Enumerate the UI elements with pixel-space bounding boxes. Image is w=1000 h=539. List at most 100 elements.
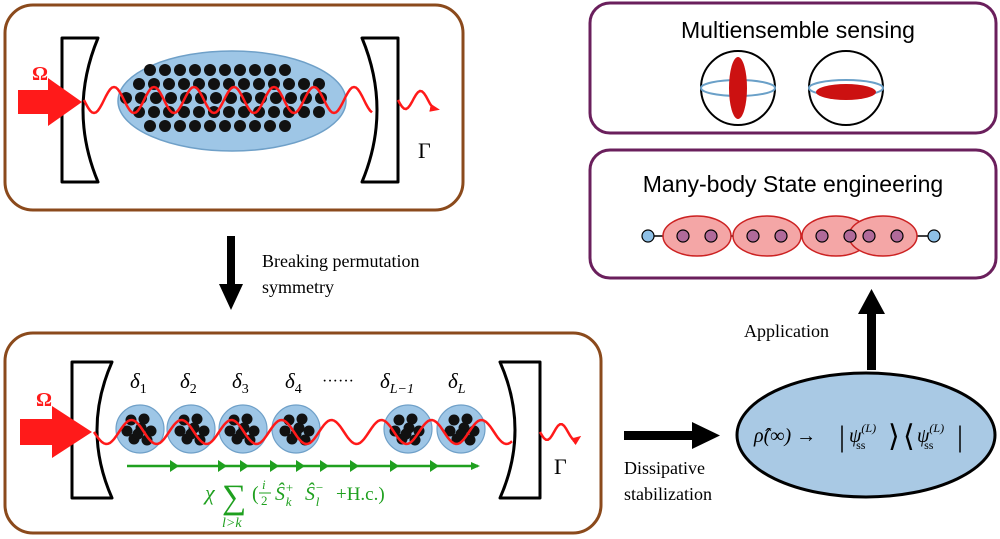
atom — [464, 434, 476, 446]
atom-ensemble — [271, 404, 321, 454]
spin-site — [890, 229, 904, 243]
atom — [253, 78, 265, 90]
atom — [270, 92, 282, 104]
atom — [285, 92, 297, 104]
atom — [279, 120, 291, 132]
loss-label-bottom: Γ — [554, 454, 567, 479]
detuning-ellipsis: ······ — [322, 373, 354, 390]
coupling-arrowhead — [170, 460, 179, 472]
atom — [283, 78, 295, 90]
steady-state-ellipse: ρ̂(∞) → | ψ(L)ss ⟩ ⟨ ψ(L)ss | — [735, 371, 997, 499]
detuning-2: δ2 — [180, 369, 197, 397]
atom — [409, 434, 421, 446]
many-body-panel: Many-body State engineering — [588, 148, 998, 280]
spin-site — [704, 229, 718, 243]
coupling-arrowhead — [270, 460, 279, 472]
spin-chain — [641, 215, 941, 257]
atom — [150, 92, 162, 104]
application-arrow: Application — [744, 289, 885, 370]
atom — [249, 120, 261, 132]
atom — [393, 414, 405, 426]
coupling-formula: χ ∑ l>k ( i 2 Ŝ+k Ŝ−l +H.c.) — [203, 477, 385, 531]
dimer-pair — [848, 215, 918, 257]
atom-ensemble — [383, 404, 433, 454]
right-mirror-bottom — [498, 360, 542, 500]
atom — [208, 78, 220, 90]
sensing-title: Multiensemble sensing — [681, 17, 915, 43]
detuning-4: δ4 — [285, 369, 302, 397]
formula-frac-num: i — [262, 477, 266, 492]
atom — [240, 92, 252, 104]
dissipative-arrow: Dissipative stabilization — [624, 422, 720, 504]
coupling-arrowhead — [430, 460, 439, 472]
atom — [178, 78, 190, 90]
drive-arrow-bottom — [20, 406, 92, 458]
bottom-cavity-panel: Ω Γ δ1 δ2 δ3 δ4 ······ δL−1 δL χ ∑ l>k (… — [3, 331, 603, 535]
atom — [193, 106, 205, 118]
steady-state-rho: ρ̂(∞) → — [753, 425, 816, 447]
coupling-arrowhead — [350, 460, 359, 472]
bra-open: ⟨ — [903, 420, 915, 453]
many-body-title: Many-body State engineering — [643, 171, 943, 197]
atom — [279, 425, 291, 437]
atom — [313, 106, 325, 118]
detuning-l: δL — [448, 369, 466, 397]
atom — [253, 106, 265, 118]
atom — [303, 425, 315, 437]
ket-open: | — [839, 420, 845, 453]
atom — [178, 106, 190, 118]
drive-arrow — [18, 78, 82, 126]
atom-ensemble — [115, 404, 165, 454]
atom — [455, 428, 467, 440]
atom — [174, 64, 186, 76]
dissipative-label-line1: Dissipative — [624, 458, 705, 478]
atom — [248, 425, 260, 437]
atom — [204, 64, 216, 76]
atom — [264, 120, 276, 132]
detuning-1: δ1 — [130, 369, 147, 397]
atom — [159, 64, 171, 76]
breaking-label-line1: Breaking permutation — [262, 251, 419, 271]
atom — [163, 106, 175, 118]
formula-sum: ∑ — [222, 479, 246, 516]
atom — [204, 120, 216, 132]
atom — [448, 414, 460, 426]
dimer-pair — [662, 215, 732, 257]
breaking-label-line2: symmetry — [262, 277, 334, 297]
atom — [268, 106, 280, 118]
atom — [234, 64, 246, 76]
coupling-arrowhead — [320, 460, 329, 472]
spin-site — [676, 229, 690, 243]
top-cavity-panel: Ω Γ — [3, 3, 465, 212]
formula-paren: ( — [252, 483, 259, 505]
application-label: Application — [744, 321, 829, 341]
bra-close: | — [957, 420, 963, 453]
atom-ensemble — [436, 404, 486, 454]
atom — [163, 78, 175, 90]
atom — [138, 413, 150, 425]
drive-label-bottom: Ω — [36, 389, 52, 411]
formula-frac-den: 2 — [261, 493, 268, 508]
leaked-field-wave-bottom — [538, 422, 582, 446]
atom — [121, 425, 133, 437]
edge-spin — [641, 229, 655, 243]
ket-psi: ψ(L)ss — [849, 421, 876, 452]
bloch-sphere-vertical — [700, 50, 776, 126]
atom — [224, 425, 236, 437]
atom — [241, 413, 253, 425]
formula-sum-index: l>k — [222, 516, 242, 531]
bloch-sphere-horizontal — [808, 50, 884, 126]
dimer-pair — [732, 215, 802, 257]
atom — [210, 92, 222, 104]
left-mirror — [60, 36, 100, 184]
dissipative-label-line2: stabilization — [624, 484, 712, 504]
atom — [144, 64, 156, 76]
atom — [238, 106, 250, 118]
coupling-arrowhead — [296, 460, 305, 472]
atom — [249, 64, 261, 76]
atom — [120, 92, 132, 104]
atom — [189, 64, 201, 76]
formula-s-plus: Ŝ+k — [275, 480, 294, 509]
coupling-arrowhead — [218, 460, 227, 472]
